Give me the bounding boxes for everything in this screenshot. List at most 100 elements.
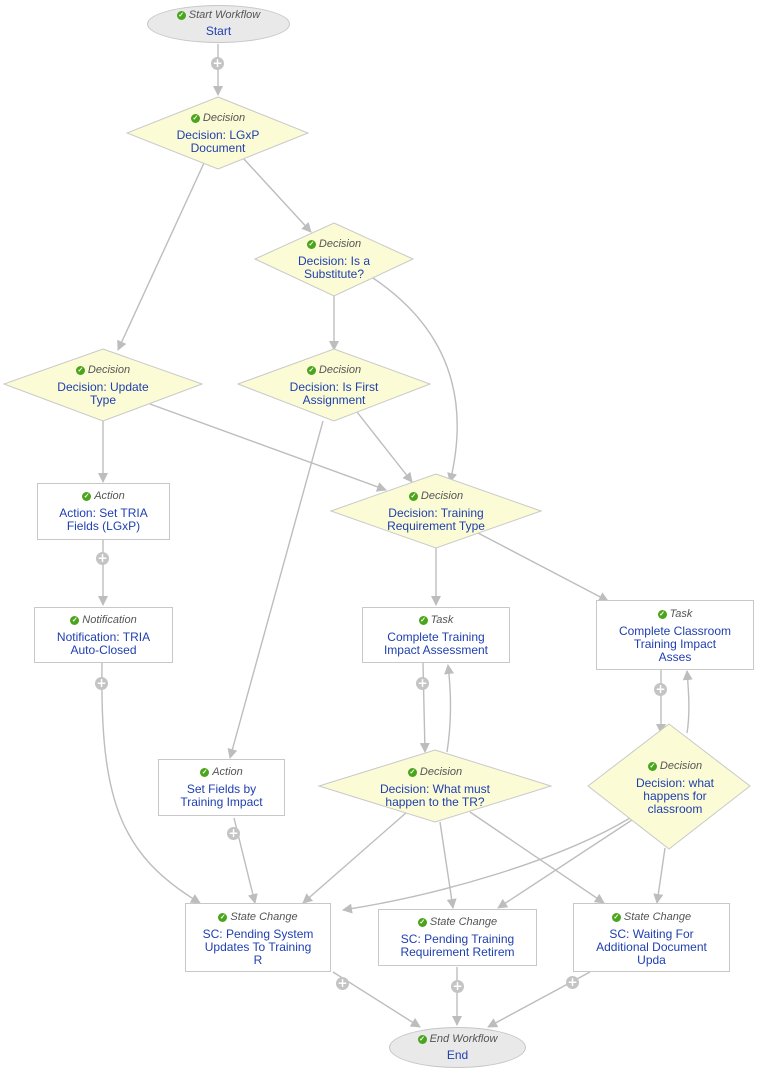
diamond-first-assign <box>236 348 432 422</box>
node-label-line1: SC: Pending Training <box>400 932 515 946</box>
node-label-line2: Document <box>190 141 246 155</box>
plus-circle-icon[interactable]: + <box>95 676 108 690</box>
diamond-update-type <box>2 348 204 422</box>
node-label-line2: Updates To Training <box>204 940 312 954</box>
diamond-substitute <box>253 222 415 297</box>
decision-first-assignment-node[interactable]: ✓Decision Decision: Is First Assignment <box>264 364 404 407</box>
decision-update-type-node[interactable]: ✓Decision Decision: Update Type <box>33 364 173 407</box>
node-label-line1: Decision: what <box>635 776 715 790</box>
start-node[interactable]: ✓Start Workflow Start <box>147 5 290 43</box>
node-label-line3: R <box>253 953 263 967</box>
node-label-line1: Decision: LGxP <box>176 128 260 142</box>
node-label-line2: happens for <box>643 789 707 803</box>
edge-lgxp-to-substitute <box>242 157 312 233</box>
node-kind: Decision <box>659 760 703 772</box>
decision-lgxp-node[interactable]: ✓Decision Decision: LGxP Document <box>148 112 288 155</box>
node-label-line2: happen to the TR? <box>385 795 485 809</box>
node-kind: State Change <box>429 916 498 928</box>
node-label: End <box>446 1048 469 1062</box>
task-complete-tia-node[interactable]: ✓Task Complete Training Impact Assessmen… <box>362 607 510 663</box>
edge-first-to-set-fields <box>227 420 324 759</box>
node-label-line2: Assignment <box>302 393 366 407</box>
check-circle-icon: ✓ <box>611 913 621 922</box>
node-label-line3: Asses <box>658 650 692 664</box>
plus-circle-icon[interactable]: + <box>654 682 667 696</box>
node-kind: Task <box>669 608 693 620</box>
plus-circle-icon[interactable]: + <box>451 979 464 993</box>
node-kind: Notification <box>82 614 137 626</box>
check-circle-icon: ✓ <box>75 366 85 375</box>
decision-classroom-node[interactable]: ✓Decision Decision: what happens for cla… <box>605 760 745 816</box>
node-label-line2: Type <box>89 393 116 407</box>
check-circle-icon: ✓ <box>306 240 316 249</box>
task-classroom-node[interactable]: ✓Task Complete Classroom Training Impact… <box>596 600 754 670</box>
action-set-tria-node[interactable]: ✓Action Action: Set TRIA Fields (LGxP) <box>37 483 170 540</box>
node-kind: State Change <box>230 911 298 923</box>
edge-update-to-training-req <box>149 403 387 492</box>
node-kind: Action <box>94 490 125 502</box>
node-kind: Decision <box>420 490 464 502</box>
edge-first-to-training-req <box>356 411 413 483</box>
end-node[interactable]: ✓End Workflow End <box>389 1027 526 1068</box>
node-label-line1: Decision: Update <box>57 380 149 394</box>
node-label-line2: Requirement Retirem <box>400 945 515 959</box>
node-kind: Start Workflow <box>188 9 261 21</box>
node-kind: Decision <box>318 364 362 376</box>
node-kind: Decision <box>202 112 246 124</box>
check-circle-icon: ✓ <box>408 492 418 501</box>
check-circle-icon: ✓ <box>418 616 428 625</box>
check-circle-icon: ✓ <box>218 913 228 922</box>
node-label-line2: Requirement Type <box>387 519 485 533</box>
state-change-pending-training-node[interactable]: ✓State Change SC: Pending Training Requi… <box>378 909 537 966</box>
decision-what-must-node[interactable]: ✓Decision Decision: What must happen to … <box>360 766 510 809</box>
plus-circle-icon[interactable]: + <box>227 826 240 840</box>
plus-circle-icon[interactable]: + <box>566 975 579 989</box>
check-circle-icon: ✓ <box>190 114 200 123</box>
decision-substitute-node[interactable]: ✓Decision Decision: Is a Substitute? <box>264 238 404 281</box>
edge-substitute-to-training-req <box>372 277 458 483</box>
plus-circle-icon[interactable]: + <box>416 676 429 690</box>
node-label-line3: classroom <box>647 802 703 816</box>
edge-what-must-to-sc-training <box>439 821 457 909</box>
node-label-line1: SC: Waiting For <box>609 927 694 941</box>
check-circle-icon: ✓ <box>647 762 657 771</box>
diamond-lgxp <box>125 96 310 170</box>
node-label-line1: SC: Pending System <box>202 927 314 941</box>
node-kind: State Change <box>623 911 692 923</box>
node-label-line1: Complete Training <box>387 630 485 644</box>
check-circle-icon: ✓ <box>82 492 92 501</box>
node-label-line2: Substitute? <box>303 267 365 281</box>
node-kind: Task <box>430 614 454 626</box>
decision-training-requirement-node[interactable]: ✓Decision Decision: Training Requirement… <box>356 490 516 533</box>
state-change-pending-system-node[interactable]: ✓State Change SC: Pending System Updates… <box>185 903 331 972</box>
plus-circle-icon[interactable]: + <box>336 976 349 990</box>
edge-what-must-to-sc-waiting <box>469 811 605 904</box>
node-label-line2: Additional Document <box>596 940 707 954</box>
node-kind: End Workflow <box>429 1033 498 1045</box>
check-circle-icon: ✓ <box>200 768 210 777</box>
edge-what-must-to-tia <box>444 664 455 753</box>
node-kind: Action <box>212 766 243 778</box>
plus-circle-icon[interactable]: + <box>96 551 109 565</box>
edge-classroom-dec-to-sc-system <box>342 817 631 914</box>
edge-classroom-dec-to-sc-training <box>497 817 636 909</box>
node-label: Start <box>205 24 232 38</box>
check-circle-icon: ✓ <box>417 1035 427 1044</box>
edge-lgxp-to-update-type <box>117 162 205 351</box>
check-circle-icon: ✓ <box>306 366 316 375</box>
edge-notification-to-sc-system <box>101 662 201 904</box>
node-kind: Decision <box>87 364 131 376</box>
node-label-line1: Complete Classroom <box>618 624 732 638</box>
action-set-fields-node[interactable]: ✓Action Set Fields by Training Impact <box>158 759 285 816</box>
notification-tria-node[interactable]: ✓Notification Notification: TRIA Auto-Cl… <box>34 607 173 663</box>
check-circle-icon: ✓ <box>407 768 417 777</box>
edge-decision-to-classroom <box>682 670 693 734</box>
plus-circle-icon[interactable]: + <box>211 56 224 70</box>
edge-classroom-dec-to-sc-waiting <box>653 847 666 904</box>
node-label-line2: Auto-Closed <box>70 643 137 657</box>
state-change-waiting-node[interactable]: ✓State Change SC: Waiting For Additional… <box>573 903 730 972</box>
node-label-line1: Decision: What must <box>379 782 491 796</box>
check-circle-icon: ✓ <box>70 616 80 625</box>
